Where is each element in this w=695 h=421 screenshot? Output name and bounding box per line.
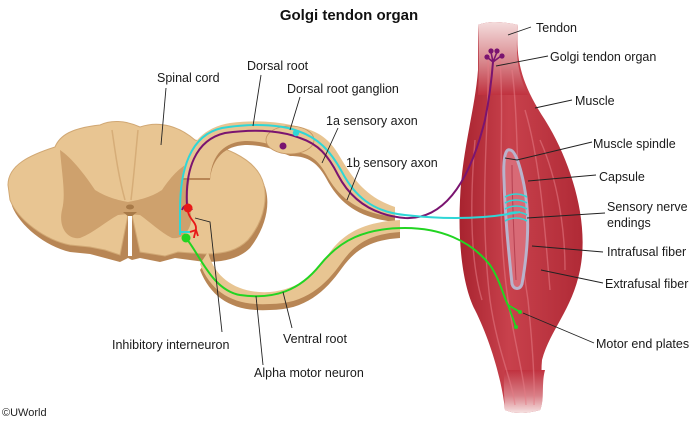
label-1a-sensory-axon: 1a sensory axon <box>326 114 418 128</box>
label-sensory-nerve-endings-1: Sensory nerve <box>607 200 688 214</box>
1a-sensory-axon <box>179 124 521 235</box>
ventral-root <box>200 220 400 311</box>
1a-cell-body <box>292 129 300 137</box>
label-tendon: Tendon <box>536 21 577 35</box>
labels: Spinal cord Dorsal root Dorsal root gang… <box>112 21 689 380</box>
label-muscle: Muscle <box>575 94 615 108</box>
label-extrafusal-fiber: Extrafusal fiber <box>605 277 688 291</box>
inhibitory-interneuron <box>183 203 199 239</box>
label-ventral-root: Ventral root <box>283 332 347 346</box>
label-dorsal-root: Dorsal root <box>247 59 309 73</box>
label-inhibitory-interneuron: Inhibitory interneuron <box>112 338 229 352</box>
label-spinal-cord: Spinal cord <box>157 71 220 85</box>
label-golgi-tendon-organ: Golgi tendon organ <box>550 50 656 64</box>
motor-end-plates <box>507 304 521 328</box>
1b-cell-body <box>279 142 287 150</box>
1b-sensory-axon <box>185 61 494 220</box>
capsule <box>502 148 530 290</box>
label-1b-sensory-axon: 1b sensory axon <box>346 156 438 170</box>
label-alpha-motor-neuron: Alpha motor neuron <box>254 366 364 380</box>
tendon <box>478 21 528 95</box>
label-motor-end-plates: Motor end plates <box>596 337 689 351</box>
golgi-tendon-organ <box>484 48 505 63</box>
muscle-spindle <box>502 148 530 290</box>
label-capsule: Capsule <box>599 170 645 184</box>
label-muscle-spindle: Muscle spindle <box>593 137 676 151</box>
label-sensory-nerve-endings-2: endings <box>607 216 651 230</box>
leader-lines <box>160 26 606 366</box>
label-dorsal-root-ganglion: Dorsal root ganglion <box>287 82 399 96</box>
copyright: ©UWorld <box>2 407 47 419</box>
intrafusal-fiber <box>511 164 517 281</box>
label-intrafusal-fiber: Intrafusal fiber <box>607 245 686 259</box>
diagram-title: Golgi tendon organ <box>280 7 418 24</box>
alpha-motor-neuron <box>181 226 522 329</box>
